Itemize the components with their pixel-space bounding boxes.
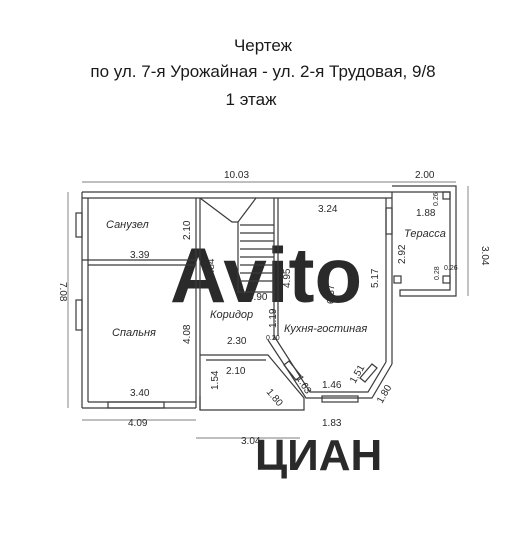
dim-kitchen-w: 3.24 xyxy=(318,204,338,215)
terrace-post-2 xyxy=(442,275,451,284)
dim-porch-w: 2.10 xyxy=(226,366,246,377)
dim-kitchen-right: 5.17 xyxy=(370,268,381,288)
room-bedroom-label: Спальня xyxy=(112,327,156,339)
stair-diag xyxy=(237,197,257,223)
dim-top-total: 10.03 xyxy=(224,170,249,181)
stair-steps xyxy=(240,224,274,282)
dim-bay-diag-4: 1.80 xyxy=(375,383,394,406)
terrace-outline xyxy=(392,185,457,297)
dim-terrace-post-3: 0.28 xyxy=(434,266,441,280)
window-bay-left xyxy=(283,360,302,381)
dim-corr-w: 0.90 xyxy=(248,292,268,303)
dim-terrace-post-2: 0.26 xyxy=(444,265,458,272)
terrace-post-3 xyxy=(393,275,402,284)
window-bay-bottom xyxy=(321,395,359,403)
dim-bay-outer: 1.83 xyxy=(322,418,342,429)
dim-right-total: 3.04 xyxy=(479,246,490,266)
dim-bay-diag-1: 1.80 xyxy=(264,387,285,409)
dim-stair-h: 4.84 xyxy=(206,258,217,278)
dim-kitchen-h: 6.37 xyxy=(326,284,337,304)
stair-kitchen-wall xyxy=(273,198,279,340)
dim-bath-h: 2.10 xyxy=(182,220,193,240)
room-kitchen-label: Кухня-гостиная xyxy=(284,323,367,335)
watermark-cian: ЦИАН xyxy=(255,431,382,480)
bath-bed-wall xyxy=(82,259,196,266)
room-terrace-label: Терасса xyxy=(404,228,446,240)
dim-terrace-w: 1.88 xyxy=(416,208,436,219)
room-corridor-label: Коридор xyxy=(210,309,253,321)
top-wall xyxy=(82,191,392,199)
window-kitchen-right xyxy=(385,207,393,235)
dim-bed-w: 3.40 xyxy=(130,388,150,399)
dim-bath-w: 3.39 xyxy=(130,250,150,261)
dim-bed-outer: 4.09 xyxy=(128,418,148,429)
window-bed-side xyxy=(75,299,83,331)
bottom-left-wall xyxy=(82,401,196,409)
dim-corr-gap: 0.20 xyxy=(266,335,280,342)
window-bed-bottom xyxy=(107,401,165,409)
watermark-avito: Avito xyxy=(170,231,362,319)
dim-bed-h: 4.08 xyxy=(182,324,193,344)
right-wall xyxy=(385,192,393,364)
dim-bay-bottom: 1.46 xyxy=(322,380,342,391)
dim-porch-bottom: 3.04 xyxy=(241,436,261,447)
left-wall xyxy=(81,192,89,408)
window-bath xyxy=(75,212,83,238)
title-line-2: по ул. 7-я Урожайная - ул. 2-я Трудовая,… xyxy=(90,62,436,81)
dim-stair-h2: 4.95 xyxy=(282,268,293,288)
dim-terrace-post-1: 0.26 xyxy=(433,192,440,206)
window-bay-right xyxy=(359,363,378,383)
dim-porch-w-top: 2.30 xyxy=(227,336,247,347)
dim-porch-h: 1.54 xyxy=(210,370,221,390)
terrace-post-1 xyxy=(442,191,451,200)
room-bath-label: Санузел xyxy=(106,219,149,231)
dim-left-total: 7.08 xyxy=(57,282,68,302)
dim-bay-diag-2: 1.63 xyxy=(293,374,313,397)
title-line-3: 1 этаж xyxy=(225,90,277,109)
dim-terrace-top: 2.00 xyxy=(415,170,435,181)
title-line-1: Чертеж xyxy=(233,36,293,55)
dim-corr-h: 1.19 xyxy=(268,308,279,328)
bed-corridor-wall xyxy=(195,198,201,408)
dim-terrace-h: 2.92 xyxy=(397,244,408,264)
